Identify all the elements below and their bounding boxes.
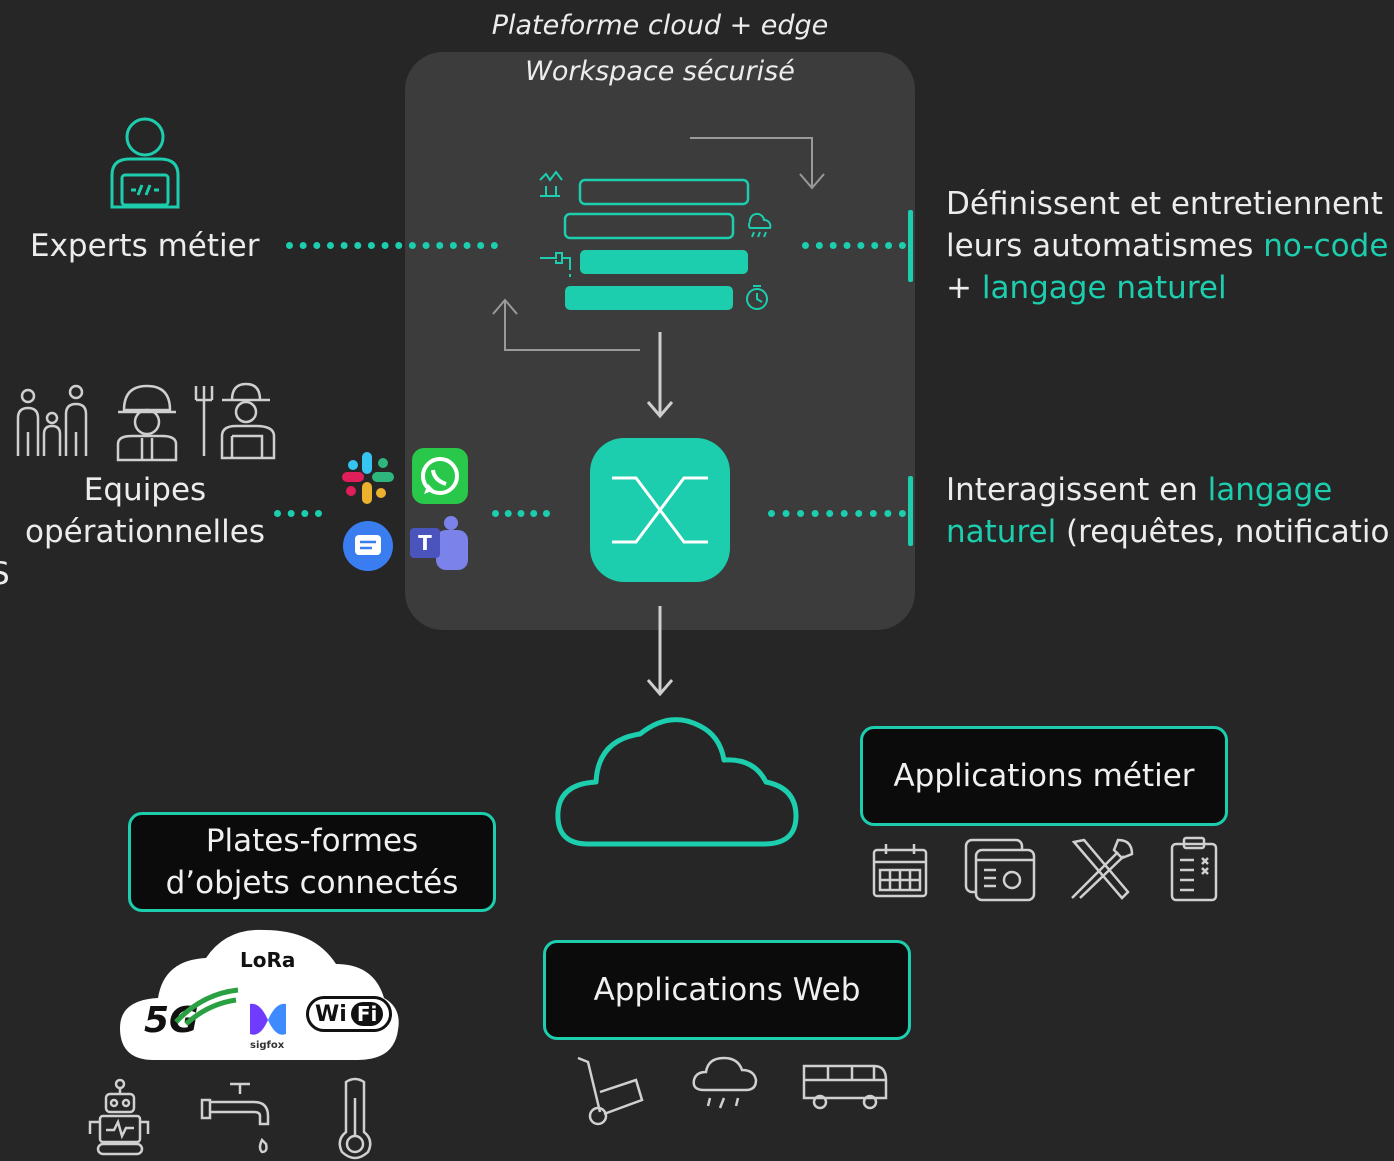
connector-logo-right <box>768 510 906 517</box>
bracket-interaction <box>908 476 913 546</box>
rain-cloud-icon <box>692 1056 758 1109</box>
whatsapp-icon <box>412 448 468 504</box>
bracket-experts <box>908 210 913 282</box>
description-automation-1: Définissent et entretiennent <box>946 186 1383 222</box>
robot-icon <box>88 1078 150 1156</box>
platform-logo <box>590 438 730 582</box>
farmer-icon <box>194 382 276 460</box>
connectivity-cloud <box>120 929 399 1060</box>
connector-experts <box>286 242 498 249</box>
description-interaction-2: naturel (requêtes, notificatio <box>946 514 1390 550</box>
iot-platforms-label-2: d’objets connectés <box>165 865 459 901</box>
teams-badge: T <box>410 528 440 558</box>
calendar-icon <box>872 844 928 898</box>
web-apps-label: Applications Web <box>593 972 861 1008</box>
web-apps-box: Applications Web <box>543 940 911 1040</box>
slack-icon <box>342 452 394 504</box>
tools-icon <box>1071 838 1134 900</box>
developer-icon <box>110 117 180 209</box>
clipboard-icon <box>1170 836 1218 902</box>
teams-label-2: opérationnelles <box>24 514 265 550</box>
iot-platforms-label-1: Plates-formes <box>205 823 419 859</box>
connector-experts-right <box>802 242 906 249</box>
description-automation-2: leurs automatismes no-code <box>946 228 1389 264</box>
description-interaction-1: Interagissent en langage <box>946 472 1333 508</box>
worker-icon <box>116 384 178 462</box>
connector-messaging <box>492 510 550 517</box>
wifi-badge: Wi Fi <box>306 996 392 1032</box>
teams-icon: T <box>410 516 470 574</box>
hand-truck-icon <box>577 1056 644 1126</box>
faucet-icon <box>200 1082 270 1154</box>
5g-waves-icon <box>174 987 239 1026</box>
business-apps-label: Applications métier <box>893 758 1195 794</box>
lora-badge: LoRa <box>240 948 296 972</box>
web-settings-icon <box>964 838 1036 902</box>
iot-platforms-box: Plates-formes d’objets connectés <box>128 812 496 912</box>
platform-title: Plateforme cloud + edge <box>491 10 829 41</box>
thermometer-icon <box>338 1077 372 1160</box>
sigfox-icon <box>250 1003 286 1035</box>
connector-teams <box>274 510 322 517</box>
family-icon <box>16 384 88 456</box>
description-automation-3: + langage naturel <box>946 270 1227 306</box>
edge-glyph: S <box>0 556 10 592</box>
business-apps-box: Applications métier <box>860 726 1228 826</box>
messages-icon <box>343 521 393 571</box>
teams-label-1: Equipes <box>83 472 207 508</box>
bus-icon <box>802 1064 888 1110</box>
sigfox-label: sigfox <box>250 1040 285 1051</box>
experts-label: Experts métier <box>30 228 260 264</box>
workspace-title: Workspace sécurisé <box>525 56 795 87</box>
cloud-icon <box>555 717 799 847</box>
